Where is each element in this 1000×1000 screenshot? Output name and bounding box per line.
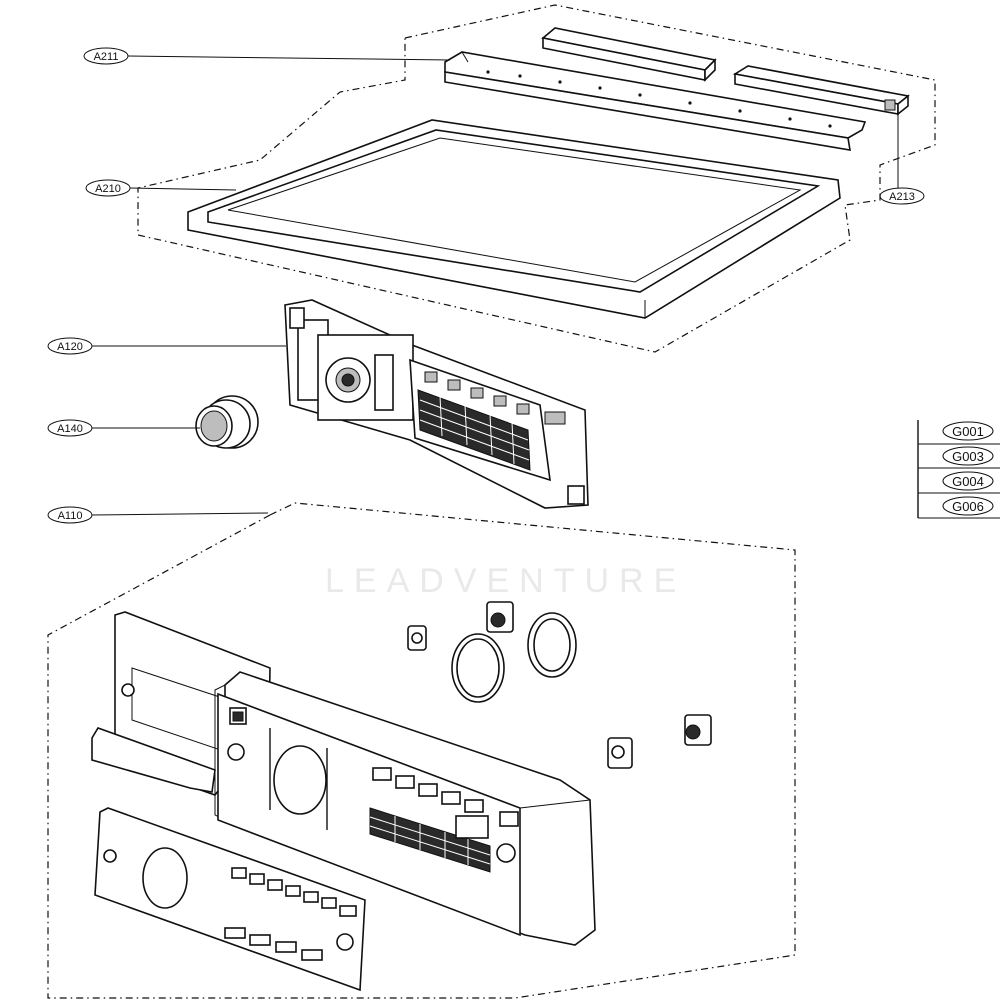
callout-a120-label: A120 (57, 341, 83, 353)
side-table-row-1: G001 (952, 424, 984, 439)
top-group-dashed-outline (137, 4, 936, 353)
callout-a213-label: A213 (889, 191, 915, 203)
callout-a120: A120 (47, 337, 286, 355)
side-table-row-2: G003 (952, 449, 984, 464)
callout-a110-label: A110 (58, 510, 83, 522)
callout-a140: A140 (47, 419, 200, 437)
side-table-row-4: G006 (952, 499, 984, 514)
rail-a211 (444, 51, 867, 151)
front-panel-a110 (91, 611, 596, 946)
side-table-row-3: G004 (952, 474, 984, 489)
bracket-left (541, 27, 717, 82)
callout-a211-label: A211 (94, 51, 119, 63)
display-overlay (94, 807, 366, 992)
knob-a140 (195, 395, 259, 449)
callout-a210: A210 (85, 179, 237, 197)
watermark-text: LEADVENTURE (325, 562, 686, 600)
callout-a211: A211 (83, 47, 451, 65)
bottom-group-dashed-outline (47, 502, 796, 999)
top-frame-a210 (187, 119, 841, 319)
callout-a210-label: A210 (95, 183, 121, 195)
side-table: G001 G003 G004 G006 (917, 420, 1000, 519)
callout-a213: A213 (879, 110, 925, 205)
callout-a110: A110 (47, 506, 269, 524)
control-board-a120 (284, 299, 589, 509)
small-parts (407, 601, 712, 769)
callout-a140-label: A140 (57, 423, 83, 435)
